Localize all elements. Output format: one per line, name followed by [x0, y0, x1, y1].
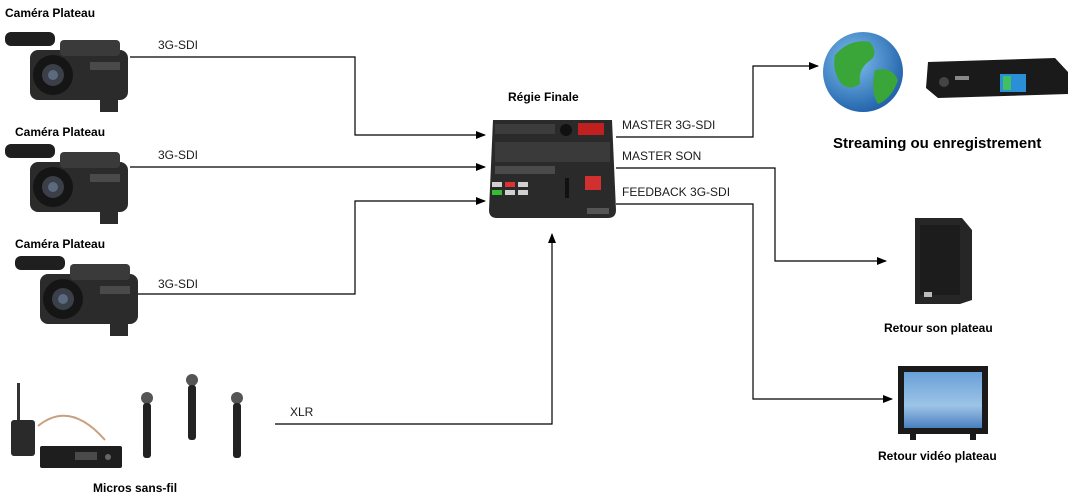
receiver-icon — [40, 446, 122, 468]
camera-3-label: Caméra Plateau — [15, 237, 105, 251]
label-cam3-link: 3G-SDI — [158, 277, 198, 291]
video-switcher-icon — [489, 120, 616, 218]
camera-2-label: Caméra Plateau — [15, 125, 105, 139]
streaming-label: Streaming ou enregistrement — [833, 135, 1041, 152]
monitor-icon — [898, 366, 988, 440]
label-cam1-link: 3G-SDI — [158, 38, 198, 52]
recorder-icon — [926, 58, 1068, 98]
wire-master-audio — [616, 167, 887, 265]
camcorder-icon — [5, 144, 128, 224]
label-feedback-video: FEEDBACK 3G-SDI — [622, 185, 730, 199]
label-master-audio: MASTER SON — [622, 149, 701, 163]
wire-camera-1 — [130, 56, 486, 139]
label-cam2-link: 3G-SDI — [158, 148, 198, 162]
camera-1-label: Caméra Plateau — [5, 6, 95, 20]
label-mics-link: XLR — [290, 405, 314, 419]
wire-feedback-video — [616, 203, 893, 403]
mics-label: Micros sans-fil — [93, 481, 177, 495]
camcorder-icon — [5, 32, 128, 112]
switcher-label: Régie Finale — [508, 90, 579, 104]
camcorder-icon — [15, 256, 138, 336]
handheld-mic-icon — [231, 392, 243, 458]
monitor-label: Retour vidéo plateau — [878, 449, 997, 463]
speaker-label: Retour son plateau — [884, 321, 993, 335]
wire-camera-3 — [130, 197, 486, 295]
label-master-video: MASTER 3G-SDI — [622, 118, 715, 132]
wire-mics — [275, 233, 556, 425]
bodypack-icon — [11, 383, 106, 456]
wires — [130, 56, 893, 425]
handheld-mic-icon — [186, 374, 198, 440]
wireless-mic-kit — [11, 374, 243, 468]
speaker-icon — [915, 218, 972, 304]
handheld-mic-icon — [141, 392, 153, 458]
wire-master-video — [616, 62, 819, 138]
globe-icon — [823, 32, 903, 112]
